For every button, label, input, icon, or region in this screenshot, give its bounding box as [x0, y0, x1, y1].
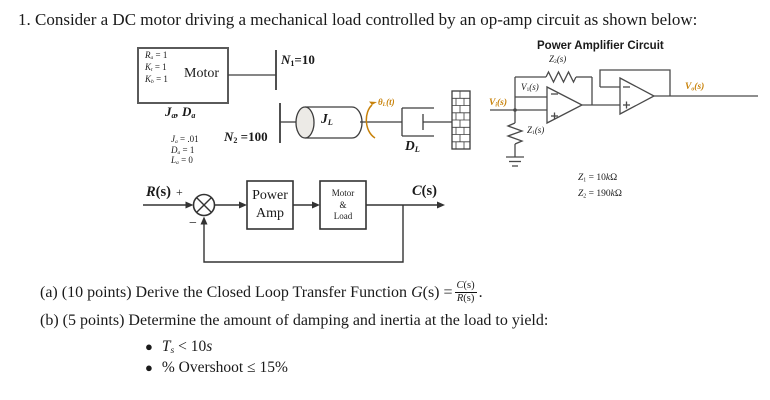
- armature-la-value: La = 0: [171, 155, 193, 167]
- bullet-icon: ●: [145, 360, 153, 375]
- motor-param-kb: Kb = 1: [145, 74, 168, 86]
- vi-label: Vi(s): [489, 98, 508, 109]
- wall: [451, 90, 471, 150]
- gear-n1-label: N1=10: [281, 52, 315, 68]
- rotation-arrow: [365, 101, 377, 139]
- z2-value: Z2 = 190kΩ: [578, 189, 622, 200]
- gear-n2-label: N2 =100: [224, 129, 268, 145]
- vo-label: Vo(s): [685, 82, 705, 93]
- task-b: (b) (5 points) Determine the amount of d…: [40, 312, 549, 329]
- z2-label: Z2(s): [549, 54, 567, 66]
- task-a: (a) (10 points) Derive the Closed Loop T…: [40, 280, 483, 305]
- resistor-z2: [545, 70, 577, 84]
- opamp-circuit: [490, 69, 758, 167]
- plus-sign: +: [176, 185, 183, 199]
- armature-ja-value: Ja = .01: [171, 134, 199, 146]
- v1-label: V1(s): [521, 82, 539, 94]
- bullet-icon: ●: [145, 339, 153, 354]
- bullet-overshoot: ● % Overshoot ≤ 15%: [145, 359, 288, 376]
- block-diagram: [143, 180, 445, 263]
- output-signal-label: C(s): [412, 183, 437, 199]
- bullet-settling-time: ● Ts < 10s: [145, 338, 213, 357]
- armature-shaft-label: Ja, Da: [165, 104, 196, 120]
- resistor-z1: [506, 122, 524, 145]
- task-a-period: .: [478, 283, 483, 301]
- fraction-cs-rs: C(s) R(s): [454, 280, 477, 305]
- power-amp-block-label: Power Amp: [252, 188, 288, 221]
- power-amp-circuit-title: Power Amplifier Circuit: [537, 40, 664, 52]
- motor-param-ra: Ra = 1: [145, 50, 168, 62]
- damper-symbol: [401, 107, 452, 137]
- task-a-text: (a) (10 points) Derive the Closed Loop T…: [40, 283, 453, 301]
- problem-title: 1. Consider a DC motor driving a mechani…: [18, 10, 698, 29]
- opamp-2: [619, 76, 656, 116]
- input-signal-label: R(s): [146, 184, 171, 200]
- minus-sign: −: [189, 216, 197, 231]
- armature-da-value: Da = 1: [171, 145, 195, 157]
- load-inertia-label: JL: [321, 111, 333, 127]
- inertia-cylinder: [295, 106, 363, 139]
- ground-symbol: [506, 156, 524, 167]
- motor-load-block-label: Motor & Load: [331, 188, 355, 222]
- z1-label: Z1(s): [527, 125, 545, 137]
- load-damper-label: DL: [405, 138, 420, 154]
- opamp-1: [546, 85, 584, 125]
- z1-value: Z1 = 10kΩ: [578, 173, 618, 184]
- motor-label: Motor: [184, 66, 219, 81]
- theta-label: θL(t): [378, 97, 395, 109]
- motor-param-kt: Kt = 1: [145, 62, 167, 74]
